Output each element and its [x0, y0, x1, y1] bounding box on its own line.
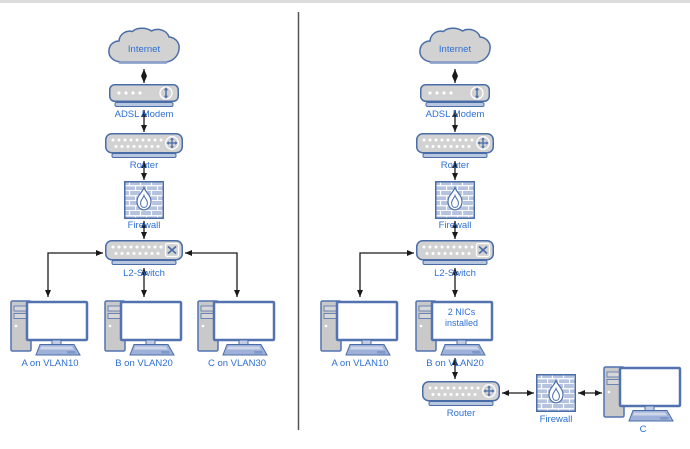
- pc-b-right: 2 NICs installed: [415, 298, 495, 358]
- router2-label-right: Router: [446, 408, 476, 419]
- firewall-right: [435, 181, 475, 219]
- router-label-right: Router: [440, 160, 470, 171]
- pc-a-right: [320, 298, 400, 358]
- firewall2-right: [536, 374, 576, 412]
- switch-device-icon: [105, 240, 183, 266]
- l2-switch-left: [105, 240, 183, 266]
- firewall-left: [124, 181, 164, 219]
- firewall-brick-flame-icon: [435, 181, 475, 219]
- pc-c-left: [197, 298, 277, 358]
- pc-a-label-right: A on VLAN10: [331, 358, 389, 369]
- router2-right: [422, 381, 500, 407]
- adsl-modem-left: [109, 84, 179, 108]
- desktop-computer-icon: [197, 298, 277, 358]
- pc-c-right: [603, 364, 683, 424]
- top-border-strip: [0, 0, 690, 3]
- internet-cloud-right: Internet: [417, 27, 493, 69]
- pc-c-label-right: C: [639, 424, 647, 435]
- firewall-brick-flame-icon: [124, 181, 164, 219]
- router-device-icon: [105, 133, 183, 159]
- router-right: [416, 133, 494, 159]
- desktop-computer-icon: [603, 364, 683, 424]
- pc-b-note-line2: installed: [444, 318, 479, 328]
- adsl-modem-right: [420, 84, 490, 108]
- pc-a-left: [10, 298, 90, 358]
- router-device-icon: [416, 133, 494, 159]
- pc-b-left: [104, 298, 184, 358]
- switch-label-left: L2-Switch: [123, 268, 165, 279]
- firewall2-label-right: Firewall: [539, 414, 573, 425]
- desktop-computer-icon: [320, 298, 400, 358]
- router-left: [105, 133, 183, 159]
- internet-label-right: Internet: [438, 44, 472, 55]
- pc-b-note-line1: 2 NICs: [447, 307, 476, 317]
- switch-device-icon: [416, 240, 494, 266]
- internet-label-left: Internet: [127, 44, 161, 55]
- firewall-label-left: Firewall: [127, 220, 161, 231]
- l2-switch-right: [416, 240, 494, 266]
- pc-c-label-left: C on VLAN30: [207, 358, 267, 369]
- router-device-icon: [422, 381, 500, 407]
- firewall-brick-flame-icon: [536, 374, 576, 412]
- switch-label-right: L2-Switch: [434, 268, 476, 279]
- desktop-computer-icon: [10, 298, 90, 358]
- pc-a-label-left: A on VLAN10: [21, 358, 79, 369]
- pc-b-label-left: B on VLAN20: [115, 358, 173, 369]
- pc-b-nics-note: 2 NICs installed: [433, 307, 490, 329]
- pc-b-label-right: B on VLAN20: [426, 358, 484, 369]
- modem-label-right: ADSL Modem: [425, 109, 485, 120]
- internet-cloud-left: Internet: [106, 27, 182, 69]
- modem-device-icon: [420, 84, 490, 108]
- modem-device-icon: [109, 84, 179, 108]
- desktop-computer-icon: [104, 298, 184, 358]
- modem-label-left: ADSL Modem: [114, 109, 174, 120]
- firewall-label-right: Firewall: [438, 220, 472, 231]
- router-label-left: Router: [129, 160, 159, 171]
